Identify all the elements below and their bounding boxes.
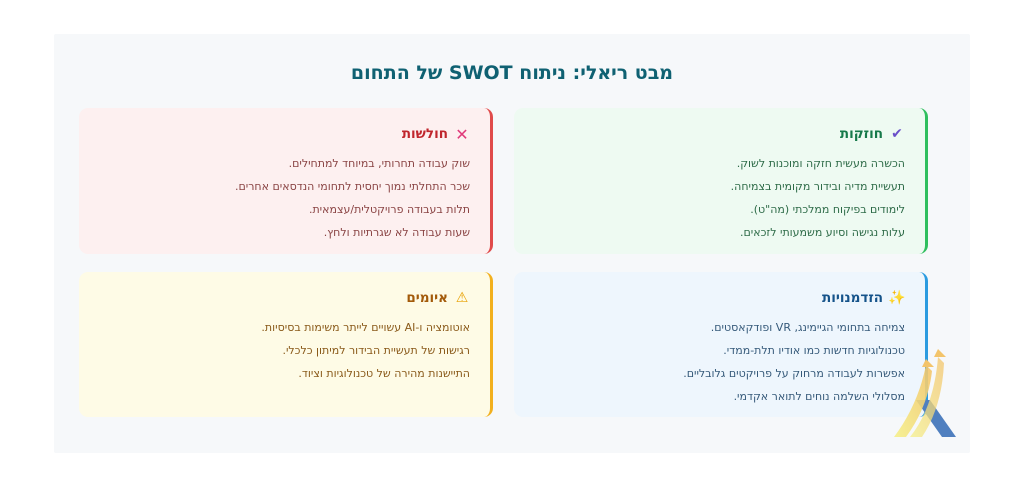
check-icon: ✔: [891, 126, 903, 142]
strengths-heading: ✔ חוזקות: [534, 126, 905, 142]
list-item: צמיחה בתחומי הגיימינג, VR ופודקאסטים.: [710, 321, 905, 334]
list-item: אפשרות לעבודה מרחוק על פרויקטים גלובליים…: [683, 367, 905, 380]
opportunities-heading-label: הזדמנויות: [822, 290, 883, 306]
opportunities-card: ✨ הזדמנויות צמיחה בתחומי הגיימינג, VR ופ…: [514, 272, 928, 417]
weaknesses-card: ✕ חולשות שוק עבודה תחרותי, במיוחד למתחיל…: [79, 108, 493, 254]
list-item: רגישות של תעשיית הבידור למיתון כלכלי.: [282, 344, 470, 357]
list-item: שכר התחלתי נמוך יחסית לתחומי הנדסאים אחר…: [234, 180, 470, 193]
list-item: תלות בעבודה פרויקטלית/עצמאית.: [308, 203, 470, 216]
list-item: עלות נגישה וסיוע משמעותי לזכאים.: [740, 226, 905, 239]
list-item: הכשרה מעשית חזקה ומוכנות לשוק.: [736, 157, 905, 170]
warning-icon: ⚠: [455, 290, 469, 306]
weaknesses-heading-label: חולשות: [401, 126, 448, 142]
weaknesses-heading: ✕ חולשות: [99, 124, 470, 144]
list-item: לימודים בפיקוח ממלכתי (מה"ט).: [750, 203, 905, 216]
list-item: תעשיית מדיה ובידור מקומית בצמיחה.: [730, 180, 905, 193]
threats-heading-label: איומים: [406, 290, 448, 306]
list-item: שעות עבודה לא שגרתיות ולחץ.: [323, 226, 470, 239]
list-item: טכנולוגיות חדשות כמו אודיו תלת-ממדי.: [723, 344, 905, 357]
strengths-heading-label: חוזקות: [839, 126, 883, 142]
list-item: התיישנות מהירה של טכנולוגיות וציוד.: [298, 367, 470, 380]
list-item: אוטומציה ו-AI עשויים לייתר משימות בסיסיו…: [261, 321, 470, 334]
sparkles-icon: ✨: [888, 290, 906, 306]
opportunities-heading: ✨ הזדמנויות: [534, 290, 906, 306]
page-title: מבט ריאלי: ניתוח SWOT של התחום: [350, 62, 674, 84]
list-item: שוק עבודה תחרותי, במיוחד למתחילים.: [288, 157, 470, 170]
list-item: מסלולי השלמה נוחים לתואר אקדמי.: [733, 390, 905, 403]
threats-card: ⚠ איומים אוטומציה ו-AI עשויים לייתר משימ…: [79, 272, 493, 417]
brand-logo: [894, 349, 956, 437]
threats-heading: ⚠ איומים: [99, 290, 470, 306]
strengths-card: ✔ חוזקות הכשרה מעשית חזקה ומוכנות לשוק. …: [514, 108, 928, 254]
x-icon: ✕: [455, 124, 469, 144]
